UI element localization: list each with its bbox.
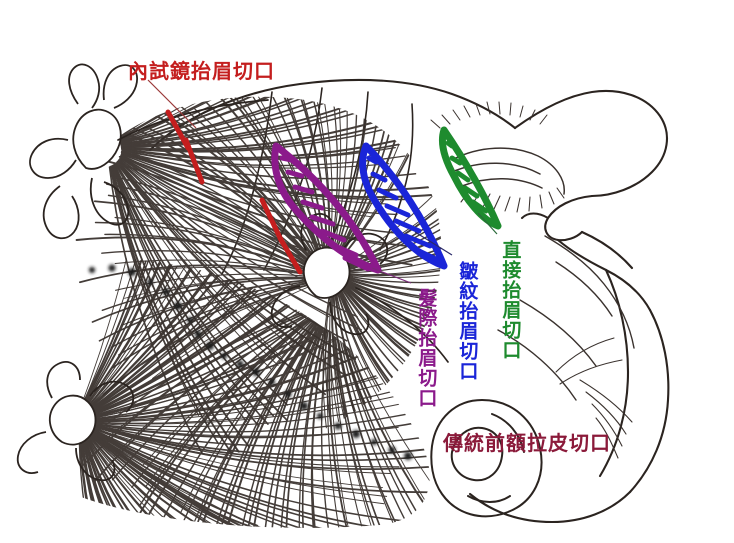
cheek-contours xyxy=(497,235,635,401)
hairline-edge xyxy=(117,99,449,363)
direct-ellipse xyxy=(438,126,502,230)
hairline-ellipse xyxy=(271,142,382,274)
wrinkle-ellipse xyxy=(359,142,448,270)
label-wrinkle: 皺紋抬眉切口 xyxy=(456,261,479,381)
scalp-hair-lower xyxy=(78,257,430,528)
ear-wisps xyxy=(555,337,633,459)
leader-lines xyxy=(147,79,498,284)
label-endoscopic: 內試鏡抬眉切口 xyxy=(128,59,275,83)
hair-tie-top xyxy=(29,63,138,240)
ear xyxy=(430,399,543,518)
label-coronal: 傳統前額拉皮切口 xyxy=(443,431,611,455)
coronal-dotted xyxy=(88,264,412,460)
endoscopic-marks xyxy=(165,109,303,275)
hair-tie-lower xyxy=(16,361,135,482)
hair-tie-middle xyxy=(270,213,389,336)
label-direct: 直接抬眉切口 xyxy=(499,240,522,360)
label-hairline: 髮際抬眉切口 xyxy=(415,288,438,408)
head-outline xyxy=(148,78,670,524)
